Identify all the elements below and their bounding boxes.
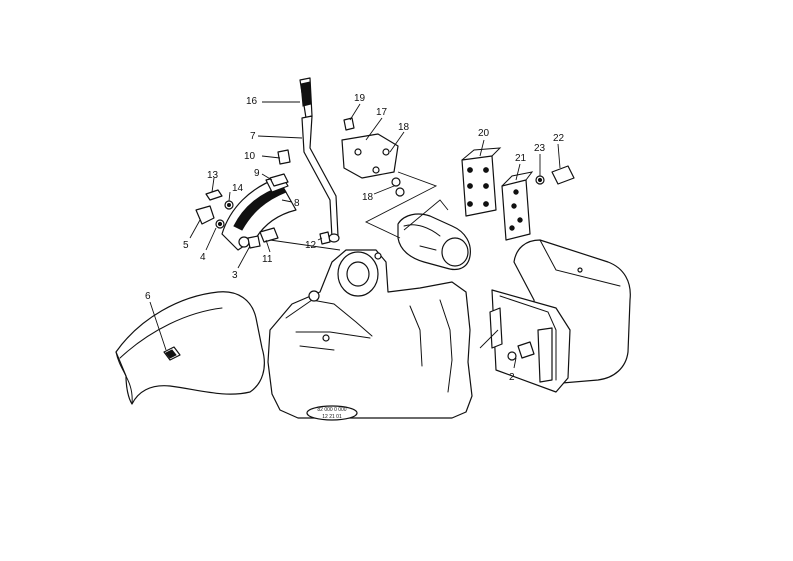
callout-11: 11: [262, 254, 273, 265]
callout-15: 16: [246, 96, 258, 107]
callout-6: 6: [145, 291, 151, 302]
callout-23: 23: [534, 143, 546, 154]
linkage-block: [397, 213, 471, 271]
control-lever: [299, 77, 340, 243]
callout-16: 17: [376, 107, 388, 118]
bracket-21: [501, 171, 534, 241]
callout-21: 21: [515, 153, 527, 164]
callout-18: 18: [362, 192, 374, 203]
bolt-13: [205, 189, 223, 201]
callout-10: 10: [244, 151, 256, 162]
bracket-20: [461, 147, 502, 217]
callout-3: 3: [232, 270, 238, 281]
stamp-line-2: 12 21 01: [322, 414, 342, 420]
lever-hardware: [195, 149, 331, 249]
wing-nut-5: [195, 205, 215, 225]
fender: [115, 291, 265, 405]
cover-plate-assembly: [341, 117, 438, 239]
callout-14: 14: [232, 183, 244, 194]
callout-2: 2: [509, 372, 515, 383]
leader-lines: [149, 101, 561, 369]
callout-19: 19: [354, 93, 366, 104]
spacer-3: [247, 235, 261, 249]
callout-17: 18: [398, 122, 410, 133]
callout-7: 7: [250, 131, 256, 142]
callout-13: 13: [207, 170, 219, 181]
guard-box: [489, 239, 631, 393]
callout-labels: 16 7 10 9 13 14 8 5 4 3 11 12 6 19 17 18…: [145, 93, 565, 383]
callout-9: 9: [254, 168, 260, 179]
callout-20: 20: [478, 128, 490, 139]
callout-22: 22: [553, 133, 565, 144]
callout-12: 12: [305, 240, 317, 251]
callout-4: 4: [200, 252, 206, 263]
plate-9: [269, 173, 289, 187]
transmission-housing: [267, 249, 473, 419]
stamp-line-1: 82 000 0 000: [317, 407, 346, 413]
bushing-11: [259, 227, 279, 243]
bolt-and-nut: [535, 165, 575, 185]
callout-5: 5: [183, 240, 189, 251]
reference-stamp: 82 000 0 000 12 21 01: [306, 405, 358, 421]
quadrant-plate: [221, 175, 297, 251]
bolt-10: [277, 149, 291, 165]
callout-8: 8: [294, 198, 300, 209]
nut-12: [319, 231, 331, 245]
